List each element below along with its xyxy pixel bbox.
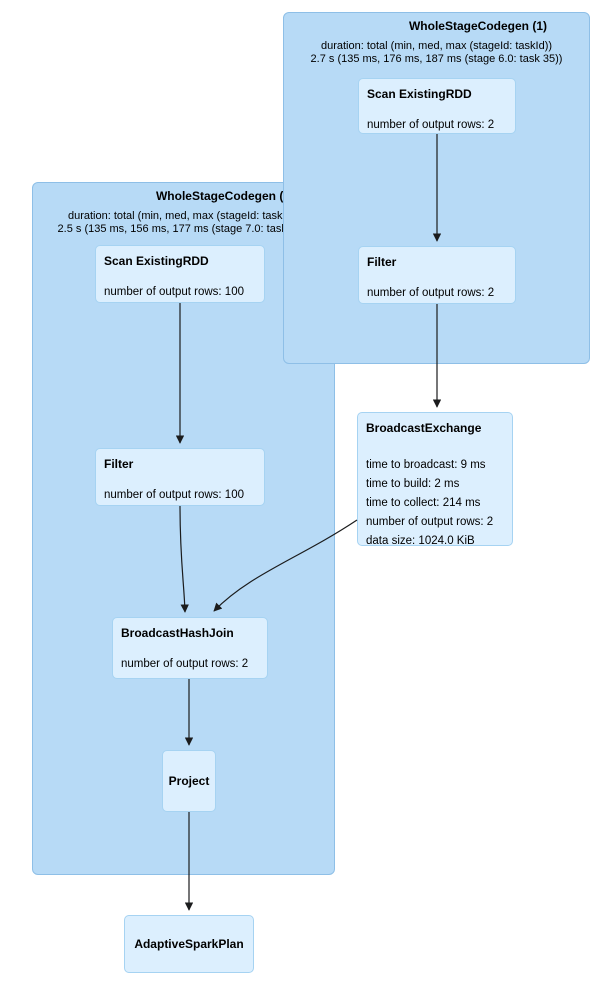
metric: number of output rows: 2 xyxy=(367,287,495,299)
node-broadcast-hash-join[interactable]: BroadcastHashJoin number of output rows:… xyxy=(112,617,268,679)
node-title: Project xyxy=(168,774,210,788)
node-title: Scan ExistingRDD xyxy=(104,254,209,268)
metric: time to collect: 214 ms xyxy=(366,497,481,509)
cluster-title: WholeStageCodegen (1) xyxy=(408,19,547,33)
duration-label: duration: total (min, med, max (stageId:… xyxy=(320,40,553,52)
metric: number of output rows: 2 xyxy=(366,516,494,528)
cluster-title: WholeStageCodegen (2) xyxy=(155,189,294,203)
cluster-wholestagecodegen-1: WholeStageCodegen (1) duration: total (m… xyxy=(283,12,590,364)
metric: data size: 1024.0 KiB xyxy=(366,535,475,547)
node-title: AdaptiveSparkPlan xyxy=(134,937,244,951)
node-title: Scan ExistingRDD xyxy=(367,87,472,101)
node-title: BroadcastHashJoin xyxy=(121,626,234,640)
cluster-duration: duration: total (min, med, max (stageId:… xyxy=(284,40,589,66)
metric: number of output rows: 100 xyxy=(104,489,244,501)
node-title: Filter xyxy=(104,457,134,471)
metric: number of output rows: 2 xyxy=(367,119,495,131)
node-filter-1[interactable]: Filter number of output rows: 2 xyxy=(358,246,516,304)
node-title: BroadcastExchange xyxy=(366,421,482,435)
node-broadcast-exchange[interactable]: BroadcastExchange time to broadcast: 9 m… xyxy=(357,412,513,547)
metric: number of output rows: 2 xyxy=(121,658,249,670)
metric: number of output rows: 100 xyxy=(104,286,244,298)
node-filter-2[interactable]: Filter number of output rows: 100 xyxy=(95,448,265,506)
node-adaptive-spark-plan[interactable]: AdaptiveSparkPlan xyxy=(124,915,254,973)
node-title: Filter xyxy=(367,255,397,269)
duration-value: 2.5 s (135 ms, 156 ms, 177 ms (stage 7.0… xyxy=(57,223,310,235)
metric: time to build: 2 ms xyxy=(366,478,460,490)
duration-value: 2.7 s (135 ms, 176 ms, 187 ms (stage 6.0… xyxy=(310,53,563,65)
metric: time to broadcast: 9 ms xyxy=(366,459,486,471)
duration-label: duration: total (min, med, max (stageId:… xyxy=(67,210,300,222)
node-scan-existingrdd-1[interactable]: Scan ExistingRDD number of output rows: … xyxy=(358,78,516,134)
cluster-duration: duration: total (min, med, max (stageId:… xyxy=(33,210,334,236)
node-scan-existingrdd-2[interactable]: Scan ExistingRDD number of output rows: … xyxy=(95,245,265,303)
node-project[interactable]: Project xyxy=(162,750,216,812)
